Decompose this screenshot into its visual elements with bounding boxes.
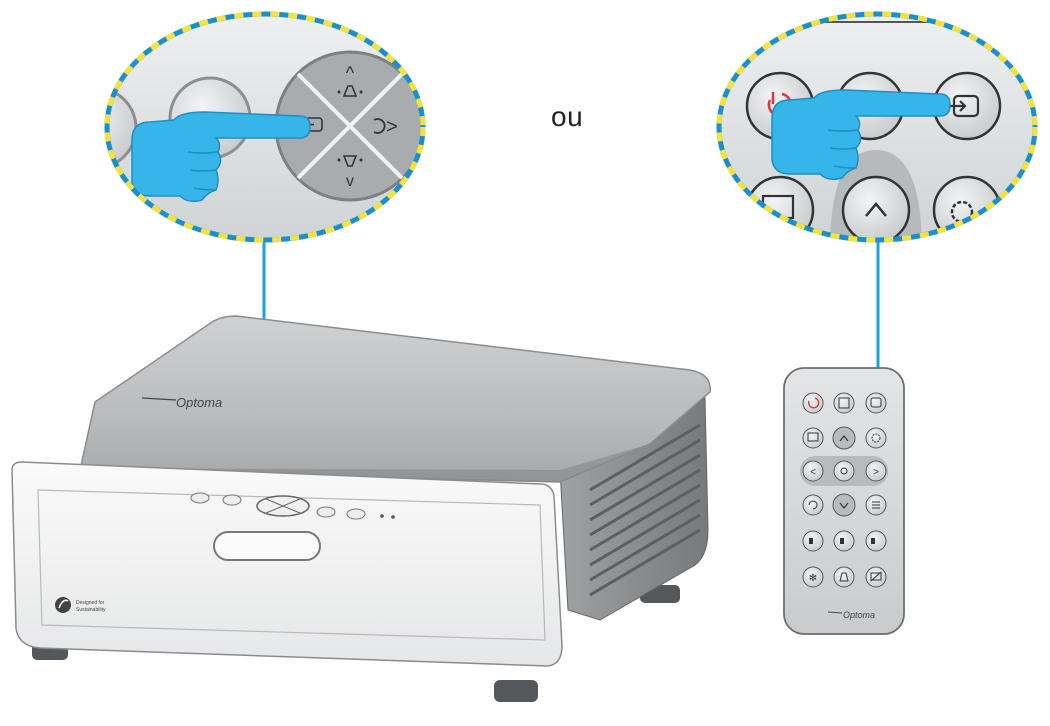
svg-text:>: > — [873, 467, 879, 478]
badge-line1: Designed for — [76, 600, 105, 606]
projector-keypad-zoom: ^ v > — [104, 11, 426, 243]
svg-text:<: < — [810, 467, 816, 478]
keystone-down-icon — [342, 155, 358, 167]
resync-icon — [373, 118, 386, 134]
projector-brand: Optoma — [176, 395, 222, 410]
separator-text: ou — [551, 101, 584, 132]
svg-text:✻: ✻ — [809, 573, 817, 584]
svg-text:^: ^ — [346, 63, 355, 83]
svg-text:>: > — [386, 116, 398, 138]
badge-line2: Sustainability — [76, 607, 106, 613]
remote-brand: Optoma — [843, 610, 875, 620]
svg-text:v: v — [346, 173, 354, 190]
remote-control: < > ✻ Optoma — [783, 367, 905, 635]
projector: Optoma Designed for Sustainability — [11, 315, 711, 702]
remote-zoom — [716, 11, 1038, 243]
keystone-up-icon — [342, 85, 358, 97]
